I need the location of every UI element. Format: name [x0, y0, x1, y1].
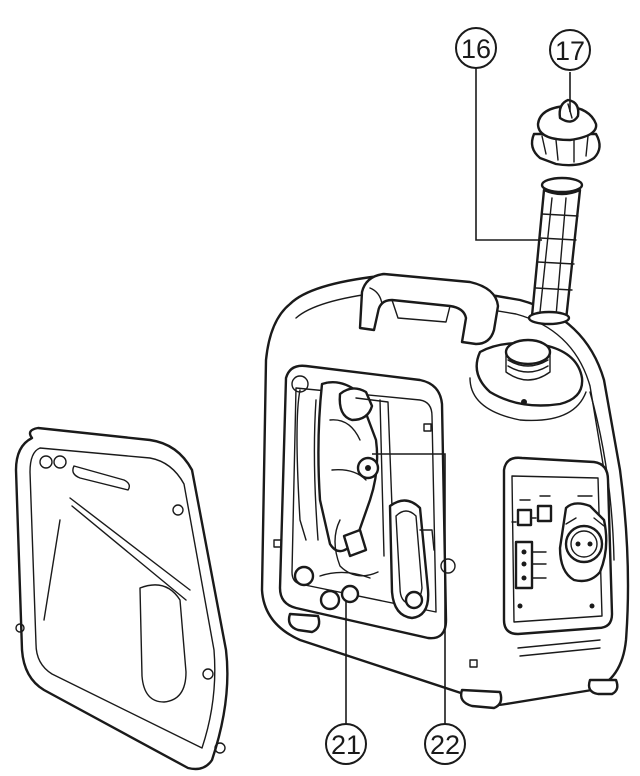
callout-21: 21	[325, 723, 367, 765]
callout-21-label: 21	[331, 730, 361, 760]
leader-lines	[345, 68, 571, 742]
callout-22: 22	[424, 723, 466, 765]
fuel-filter	[527, 176, 584, 326]
callout-17: 17	[549, 29, 591, 71]
callout-22-label: 22	[430, 730, 460, 760]
side-cover-panel	[14, 426, 229, 771]
callout-16-label: 16	[461, 34, 491, 64]
callout-16: 16	[455, 27, 497, 69]
callout-17-label: 17	[555, 36, 585, 66]
fuel-cap	[530, 98, 601, 167]
